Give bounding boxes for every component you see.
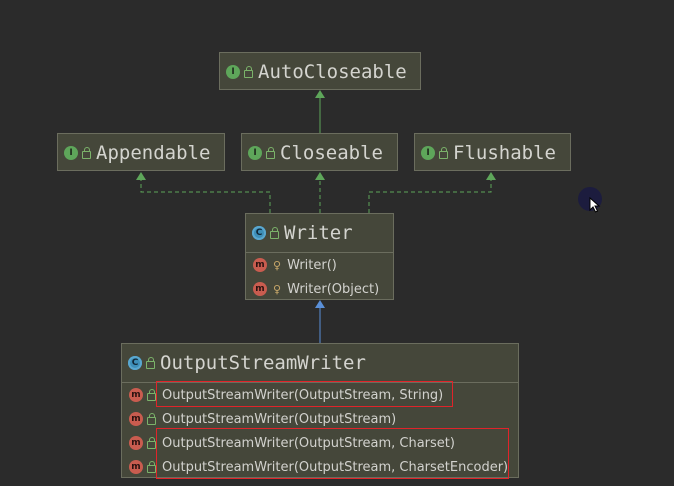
method-row[interactable]: m ♀ Writer(Object) [246, 277, 393, 301]
lock-icon [147, 437, 156, 449]
method-icon: m [253, 282, 267, 296]
method-row[interactable]: m ♀ Writer() [246, 253, 393, 277]
node-title: Closeable [280, 142, 383, 164]
method-label: Writer() [287, 257, 337, 273]
method-icon: m [129, 460, 143, 474]
highlight-box [156, 428, 509, 479]
node-appendable[interactable]: I Appendable [57, 133, 225, 171]
arrowhead-closeable [315, 172, 325, 180]
node-title: Appendable [96, 142, 211, 164]
method-label: OutputStreamWriter(OutputStream) [162, 411, 397, 427]
node-outputstreamwriter[interactable]: C OutputStreamWriter m OutputStreamWrite… [121, 343, 519, 478]
method-row[interactable]: m OutputStreamWriter(OutputStream, Chars… [122, 431, 518, 455]
key-icon: ♀ [273, 258, 282, 272]
interface-icon: I [64, 146, 78, 160]
lock-icon [146, 357, 155, 369]
interface-icon: I [248, 146, 262, 160]
lock-icon [147, 413, 156, 425]
method-row[interactable]: m OutputStreamWriter(OutputStream, Chars… [122, 455, 518, 479]
node-title: Writer [284, 222, 353, 244]
interface-icon: I [226, 65, 240, 79]
method-row[interactable]: m OutputStreamWriter(OutputStream, Strin… [122, 383, 518, 407]
lock-icon [270, 227, 279, 239]
arrowhead-flushable [486, 172, 496, 180]
mouse-pointer-icon [589, 197, 601, 213]
key-icon: ♀ [273, 282, 282, 296]
method-icon: m [129, 388, 143, 402]
divider [122, 382, 518, 383]
lock-icon [244, 66, 253, 78]
method-label: OutputStreamWriter(OutputStream, Charset… [162, 459, 509, 475]
method-label: Writer(Object) [287, 281, 380, 297]
node-title: Flushable [453, 142, 556, 164]
class-icon: C [252, 226, 266, 240]
method-icon: m [253, 258, 267, 272]
arrowhead-writer [315, 300, 325, 308]
lock-icon [147, 461, 156, 473]
method-icon: m [129, 412, 143, 426]
arrowhead-appendable [136, 172, 146, 180]
node-writer[interactable]: C Writer m ♀ Writer() m ♀ Writer(Object) [245, 213, 394, 300]
arrowhead-autocloseable [315, 90, 325, 98]
lock-icon [147, 389, 156, 401]
method-label: OutputStreamWriter(OutputStream, Charset… [162, 435, 455, 451]
highlight-box [156, 381, 453, 407]
node-flushable[interactable]: I Flushable [414, 133, 571, 171]
edge-writer-appendable [140, 179, 271, 213]
lock-icon [439, 147, 448, 159]
divider [246, 252, 393, 253]
lock-icon [82, 147, 91, 159]
method-row[interactable]: m OutputStreamWriter(OutputStream) [122, 407, 518, 431]
node-title: AutoCloseable [258, 61, 407, 83]
lock-icon [266, 147, 275, 159]
node-title: OutputStreamWriter [160, 352, 366, 374]
interface-icon: I [421, 146, 435, 160]
edge-writer-flushable [368, 179, 492, 213]
method-label: OutputStreamWriter(OutputStream, String) [162, 387, 444, 403]
node-closeable[interactable]: I Closeable [241, 133, 398, 171]
method-icon: m [129, 436, 143, 450]
node-autocloseable[interactable]: I AutoCloseable [219, 52, 421, 90]
class-icon: C [128, 356, 142, 370]
